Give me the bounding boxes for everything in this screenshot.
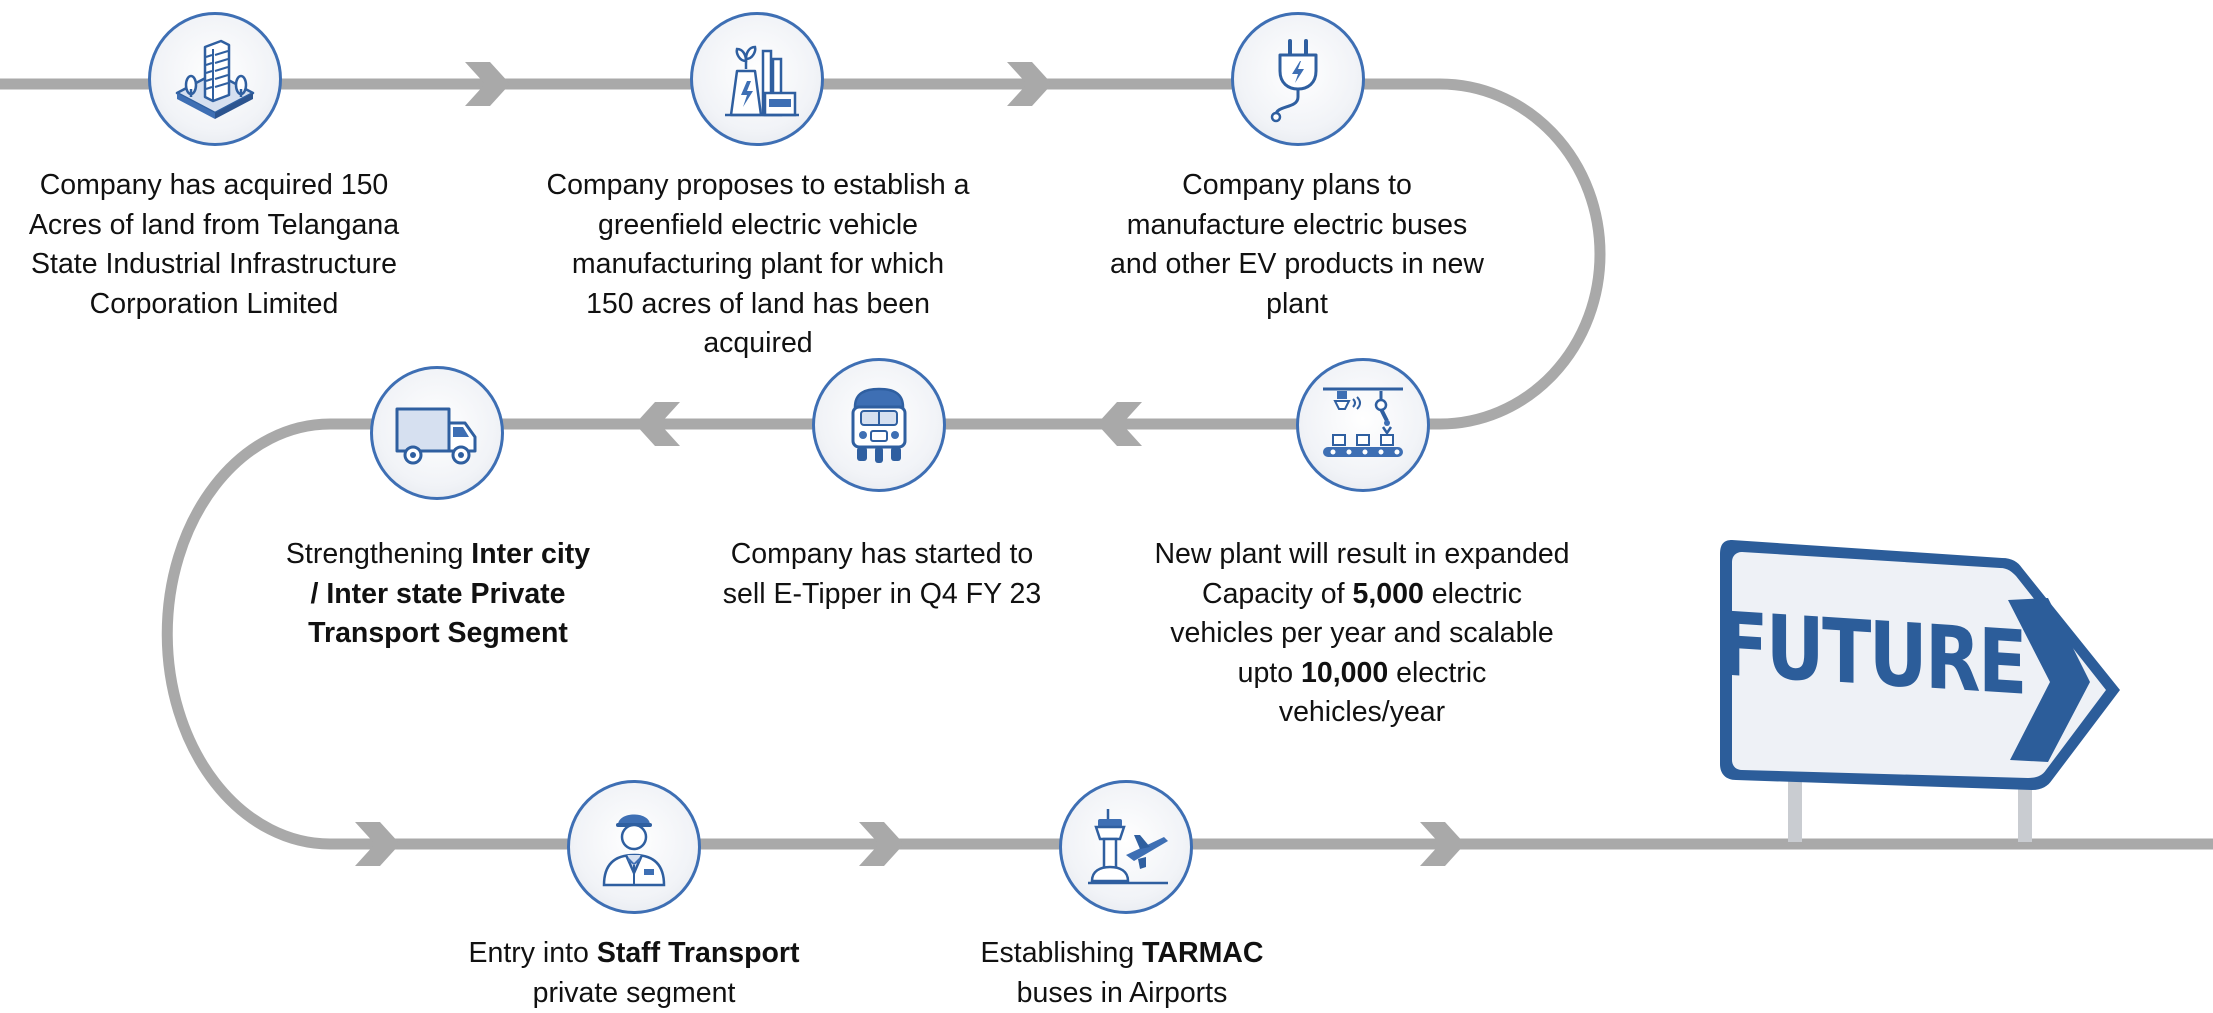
caption-line: Strengthening Inter city: [262, 535, 614, 575]
step-node-6: [370, 366, 504, 500]
future-sign-text: FUTURE: [1774, 592, 1971, 715]
city-building-icon: [167, 31, 263, 127]
caption-line: Company has started to: [700, 535, 1064, 575]
assembly-line-robot-icon: [1315, 377, 1411, 473]
power-plant-icon: [709, 31, 805, 127]
step-node-5: [812, 358, 946, 492]
step-caption-6: Strengthening Inter city/ Inter state Pr…: [262, 535, 614, 654]
caption-line: manufacturing plant for which: [528, 245, 988, 285]
step-node-1: [148, 12, 282, 146]
caption-line: / Inter state Private: [262, 575, 614, 615]
caption-line: Entry into Staff Transport: [452, 934, 816, 974]
caption-emphasis: TARMAC: [1142, 937, 1263, 969]
caption-line: acquired: [528, 324, 988, 364]
caption-emphasis: 10,000: [1301, 657, 1388, 689]
staff-person-icon: [586, 799, 682, 895]
step-node-8: [1059, 780, 1193, 914]
step-node-3: [1231, 12, 1365, 146]
caption-line: Company proposes to establish a: [528, 166, 988, 206]
caption-line: private segment: [452, 974, 816, 1013]
caption-emphasis: Staff Transport: [597, 937, 800, 969]
step-node-2: [690, 12, 824, 146]
caption-line: sell E-Tipper in Q4 FY 23: [700, 575, 1064, 615]
caption-line: Establishing TARMAC: [950, 934, 1294, 974]
caption-line: and other EV products in new: [1085, 245, 1509, 285]
caption-line: 150 acres of land has been: [528, 285, 988, 325]
caption-line: greenfield electric vehicle: [528, 206, 988, 246]
delivery-truck-icon: [389, 385, 485, 481]
caption-line: buses in Airports: [950, 974, 1294, 1013]
caption-line: State Industrial Infrastructure: [0, 245, 428, 285]
caption-line: plant: [1085, 285, 1509, 325]
step-node-4: [1296, 358, 1430, 492]
caption-emphasis: Transport Segment: [308, 617, 568, 649]
caption-line: Company plans to: [1085, 166, 1509, 206]
caption-line: vehicles/year: [1120, 693, 1604, 733]
airport-tower-plane-icon: [1078, 799, 1174, 895]
step-node-7: [567, 780, 701, 914]
caption-line: Acres of land from Telangana: [0, 206, 428, 246]
caption-line: vehicles per year and scalable: [1120, 614, 1604, 654]
ev-plug-icon: [1250, 31, 1346, 127]
caption-line: Transport Segment: [262, 614, 614, 654]
caption-line: Corporation Limited: [0, 285, 428, 325]
auto-rickshaw-icon: [831, 377, 927, 473]
caption-emphasis: Inter city: [471, 538, 590, 570]
caption-line: manufacture electric buses: [1085, 206, 1509, 246]
caption-line: upto 10,000 electric: [1120, 654, 1604, 694]
caption-emphasis: / Inter state Private: [310, 578, 565, 610]
caption-emphasis: 5,000: [1352, 578, 1423, 610]
caption-line: New plant will result in expanded: [1120, 535, 1604, 575]
caption-line: Company has acquired 150: [0, 166, 428, 206]
caption-line: Capacity of 5,000 electric: [1120, 575, 1604, 615]
